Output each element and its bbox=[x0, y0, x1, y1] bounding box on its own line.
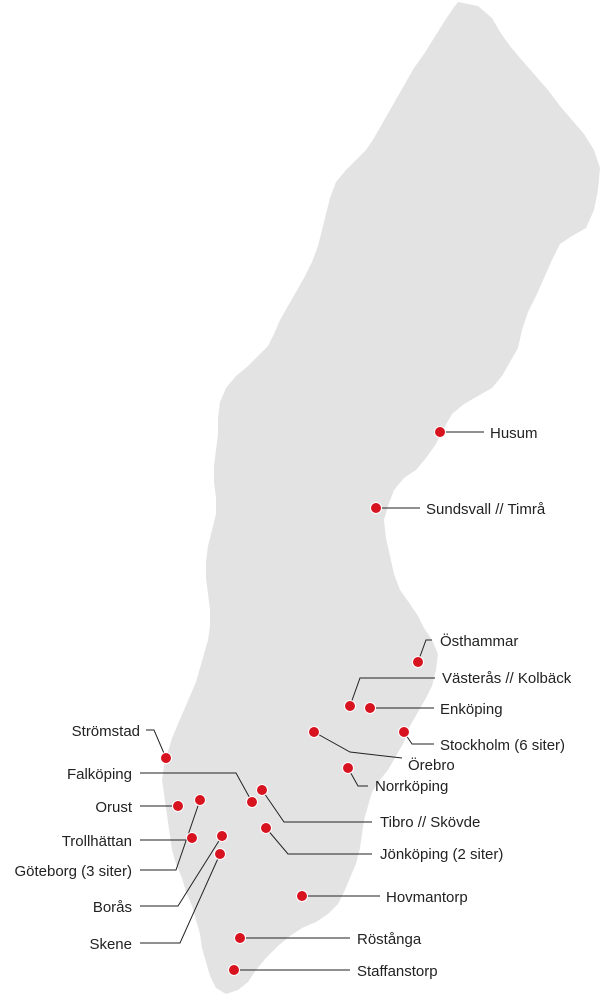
label-husum: Husum bbox=[490, 425, 538, 442]
leader-lines bbox=[140, 431, 484, 971]
leader-line-boras bbox=[140, 835, 223, 907]
marker-skene[interactable] bbox=[214, 848, 226, 860]
marker-sundsvall[interactable] bbox=[370, 502, 382, 514]
label-stockholm: Stockholm (6 siter) bbox=[440, 737, 565, 754]
label-boras: Borås bbox=[93, 899, 132, 916]
label-orebro: Örebro bbox=[408, 756, 455, 774]
label-rostanga: Röstånga bbox=[357, 931, 422, 948]
leader-line-osthammar bbox=[417, 639, 432, 663]
leader-line-tibro bbox=[261, 789, 372, 823]
marker-goteborg[interactable] bbox=[194, 794, 206, 806]
location-markers bbox=[160, 426, 446, 976]
leader-line-skene bbox=[140, 853, 221, 944]
label-jonkoping: Jönköping (2 siter) bbox=[380, 846, 503, 863]
marker-orebro[interactable] bbox=[308, 726, 320, 738]
leader-line-vasteras bbox=[349, 677, 435, 707]
marker-enkoping[interactable] bbox=[364, 702, 376, 714]
label-hovmantorp: Hovmantorp bbox=[386, 889, 468, 906]
marker-orust[interactable] bbox=[172, 800, 184, 812]
marker-osthammar[interactable] bbox=[412, 656, 424, 668]
marker-norrkoping[interactable] bbox=[342, 762, 354, 774]
marker-staffanstorp[interactable] bbox=[228, 964, 240, 976]
label-osthammar: Östhammar bbox=[440, 632, 518, 650]
marker-stockholm[interactable] bbox=[398, 726, 410, 738]
label-skene: Skene bbox=[89, 936, 132, 953]
leader-line-stromstad bbox=[146, 729, 167, 759]
label-stromstad: Strömstad bbox=[72, 723, 140, 740]
marker-vasteras[interactable] bbox=[344, 700, 356, 712]
sweden-landmass bbox=[162, 2, 600, 994]
leader-line-goteborg bbox=[140, 799, 201, 871]
marker-hovmantorp[interactable] bbox=[296, 890, 308, 902]
label-falkoping: Falköping bbox=[67, 766, 132, 783]
marker-jonkoping[interactable] bbox=[260, 822, 272, 834]
label-norrkoping: Norrköping bbox=[375, 778, 448, 795]
label-enkoping: Enköping bbox=[440, 701, 503, 718]
marker-stromstad[interactable] bbox=[160, 752, 172, 764]
leader-line-orebro bbox=[313, 731, 403, 759]
marker-rostanga[interactable] bbox=[234, 932, 246, 944]
label-tibro: Tibro // Skövde bbox=[380, 814, 480, 831]
leader-line-falkoping bbox=[140, 772, 253, 803]
label-goteborg: Göteborg (3 siter) bbox=[14, 863, 132, 880]
marker-trollhattan[interactable] bbox=[186, 832, 198, 844]
label-vasteras: Västerås // Kolbäck bbox=[442, 670, 572, 687]
leader-line-norrkoping bbox=[347, 767, 368, 787]
leader-line-jonkoping bbox=[265, 827, 372, 855]
marker-falkoping[interactable] bbox=[246, 796, 258, 808]
label-orust: Orust bbox=[95, 799, 133, 816]
label-staffanstorp: Staffanstorp bbox=[357, 963, 438, 980]
label-sundsvall: Sundsvall // Timrå bbox=[426, 501, 546, 518]
marker-tibro[interactable] bbox=[256, 784, 268, 796]
marker-husum[interactable] bbox=[434, 426, 446, 438]
marker-boras[interactable] bbox=[216, 830, 228, 842]
label-trollhattan: Trollhättan bbox=[62, 833, 132, 850]
